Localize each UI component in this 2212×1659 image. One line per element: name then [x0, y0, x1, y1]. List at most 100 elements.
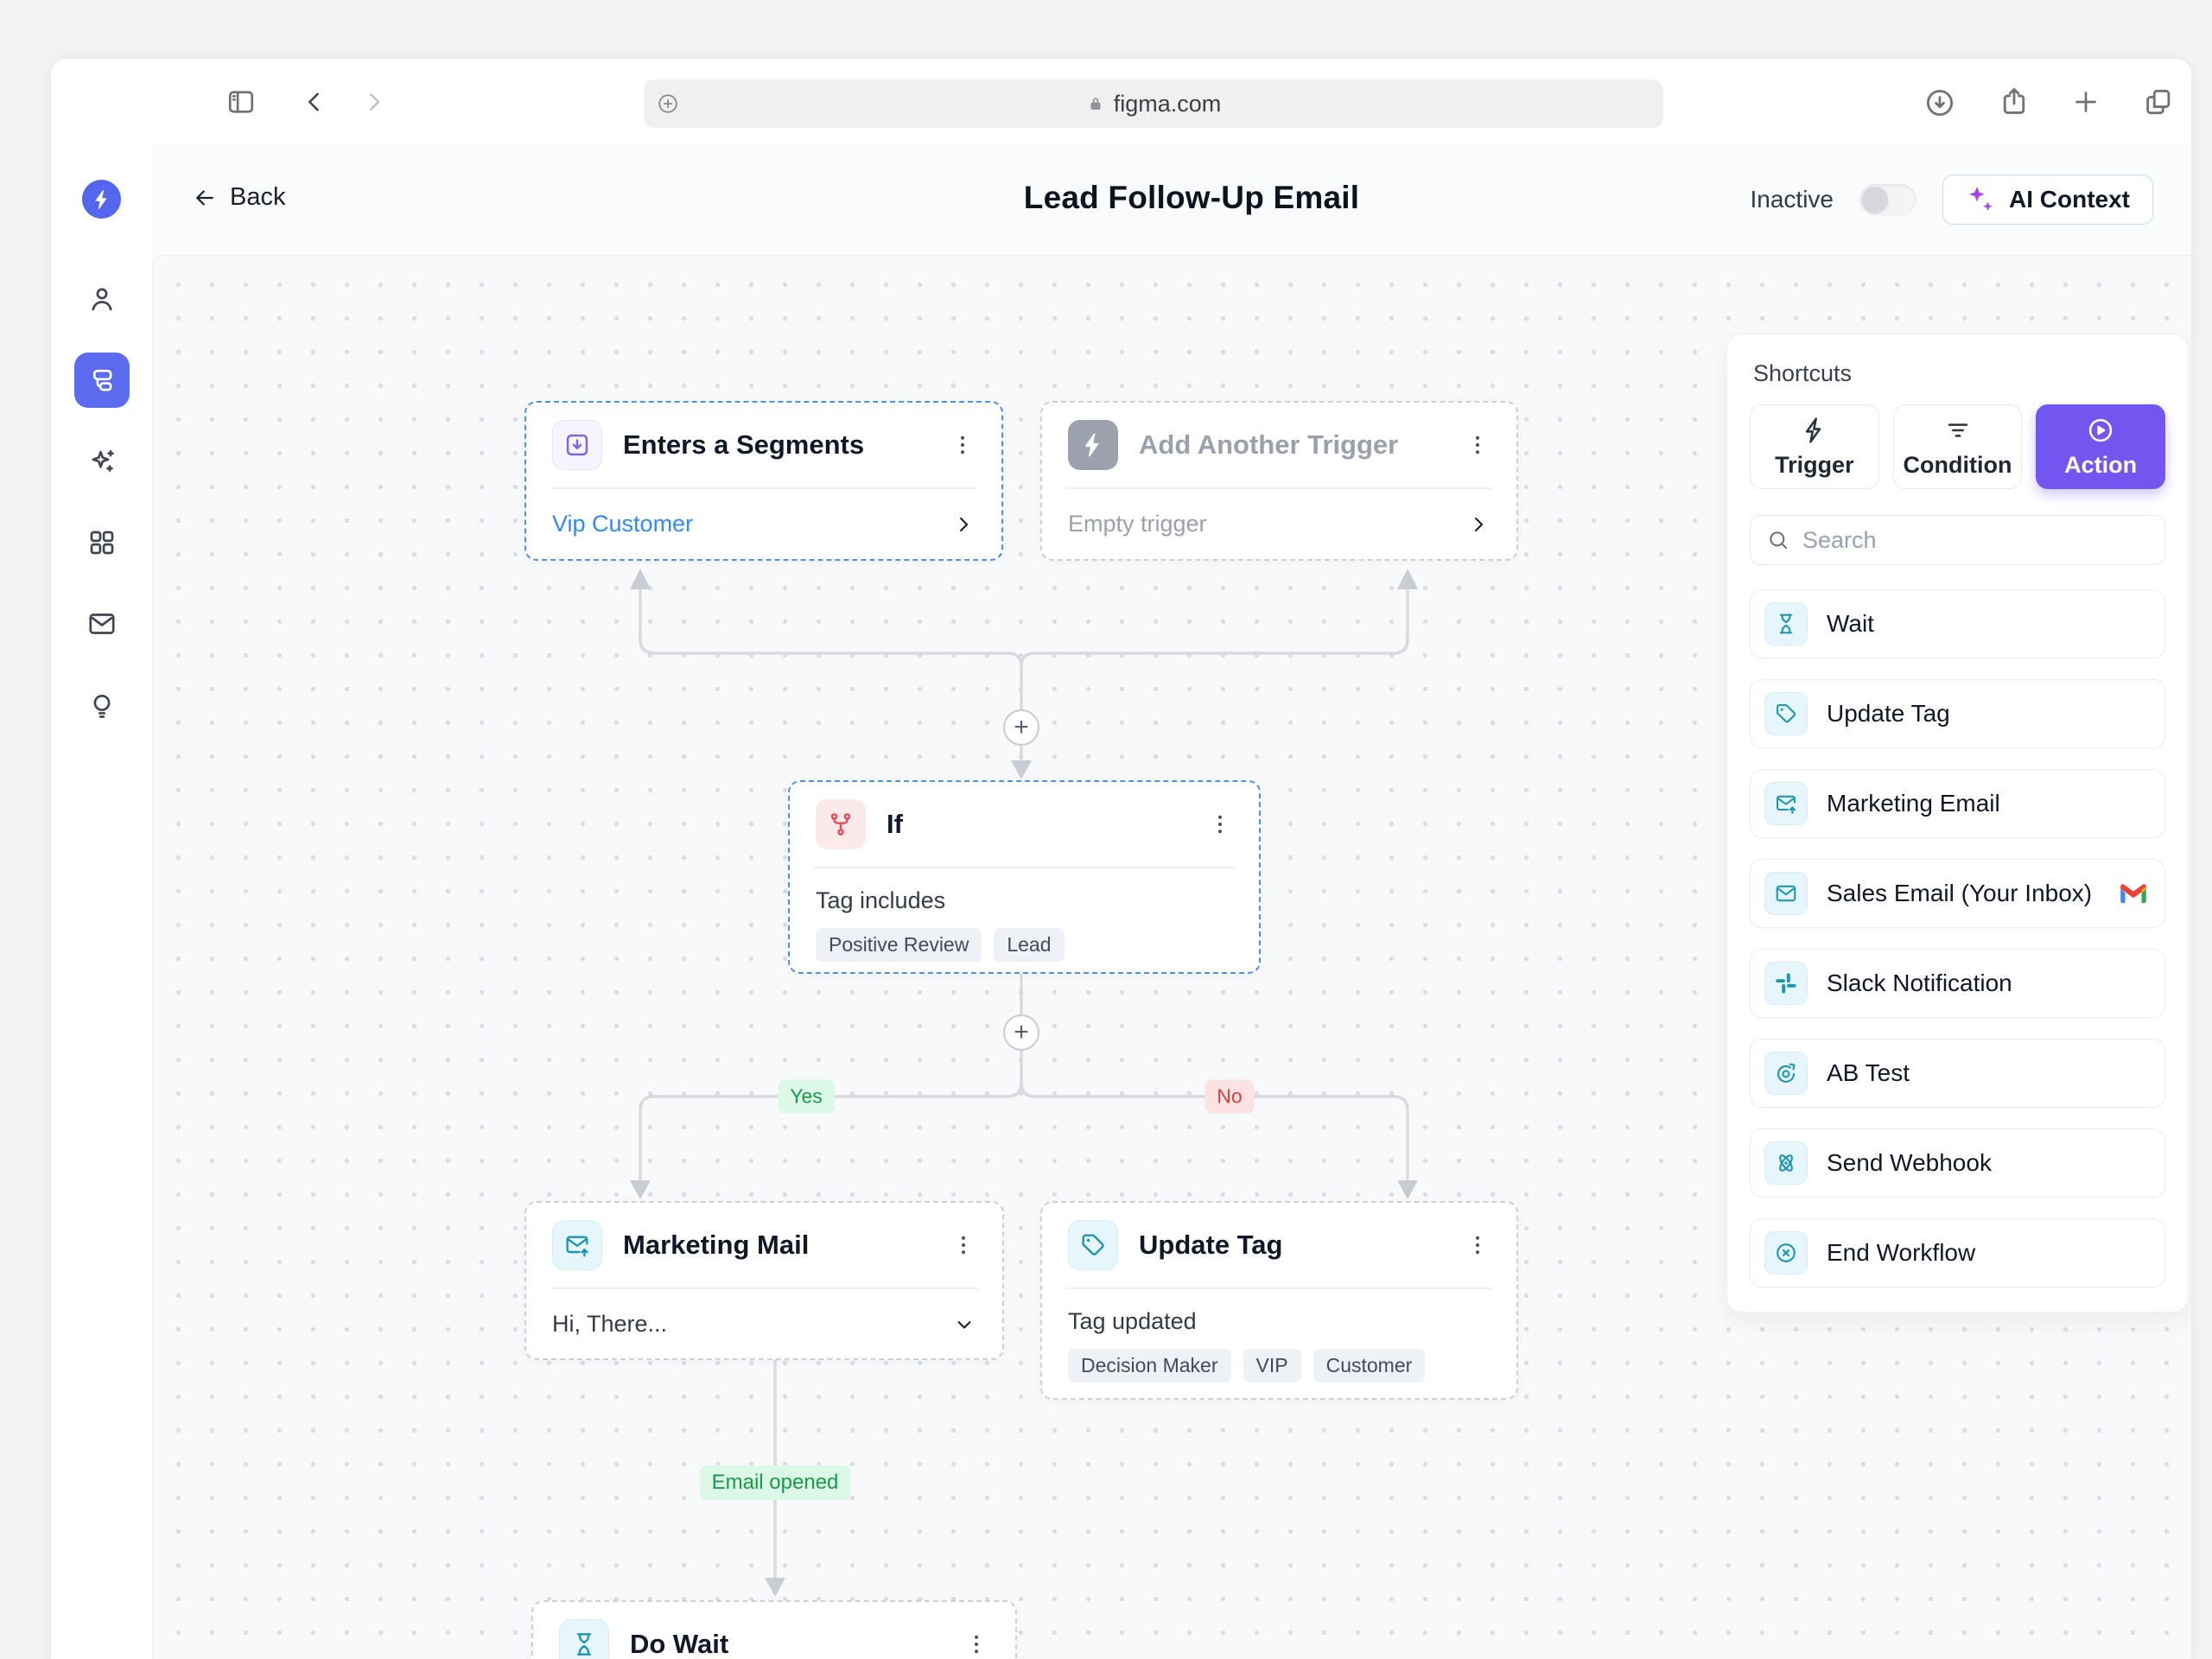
lightning-icon	[1068, 420, 1118, 470]
chevron-down-icon[interactable]	[952, 1313, 976, 1337]
status-label: Inactive	[1750, 186, 1834, 213]
sidebar-item-mail[interactable]	[74, 596, 130, 652]
new-tab-icon[interactable]	[2070, 86, 2101, 118]
shortcut-item-ab-test[interactable]: AB Test	[1750, 1039, 2165, 1108]
shortcut-label: Wait	[1827, 610, 1874, 637]
mail-icon	[1764, 872, 1808, 915]
node-title: Marketing Mail	[623, 1230, 810, 1260]
add-icon[interactable]	[656, 92, 680, 116]
edge-label-email-opened: Email opened	[699, 1465, 851, 1500]
shortcuts-title: Shortcuts	[1753, 360, 1853, 386]
shortcuts-panel: Shortcuts Trigger Condition Action WaitUpd…	[1726, 334, 2189, 1313]
add-step-button[interactable]: +	[1003, 1014, 1039, 1051]
app-sidebar	[51, 145, 152, 1659]
node-if-condition[interactable]: If Tag includes Positive Review Lead	[788, 780, 1261, 974]
workflow-canvas[interactable]: Enters a Segments Vip Customer Add Anoth…	[152, 255, 2191, 1659]
shortcut-label: Sales Email (Your Inbox)	[1827, 880, 2093, 906]
type-button-condition[interactable]: Condition	[1892, 404, 2023, 489]
gmail-icon	[2120, 882, 2147, 905]
shortcut-item-marketing-email[interactable]: Marketing Email	[1750, 769, 2165, 838]
lightning-icon	[1800, 416, 1829, 445]
back-icon[interactable]	[300, 87, 329, 117]
ai-context-button[interactable]: AI Context	[1942, 175, 2153, 225]
browser-window: figma.com Back Lead Follow-Up Email Inac…	[51, 59, 2191, 1659]
tabs-icon[interactable]	[2142, 86, 2175, 118]
kebab-menu-icon[interactable]	[1207, 811, 1233, 837]
shortcut-item-slack-notification[interactable]: Slack Notification	[1750, 949, 2165, 1018]
share-icon[interactable]	[1998, 85, 2031, 118]
app-logo[interactable]	[82, 180, 121, 219]
tag-chip: Customer	[1313, 1348, 1426, 1382]
divider	[1066, 1287, 1492, 1289]
shortcut-item-sales-email-your-inbox[interactable]: Sales Email (Your Inbox)	[1750, 859, 2165, 928]
shortcut-item-wait[interactable]: Wait	[1750, 589, 2165, 658]
mail-preview-label: Hi, There...	[552, 1311, 668, 1337]
shortcut-label: Send Webhook	[1827, 1149, 1992, 1176]
sidebar-toggle-icon[interactable]	[226, 86, 257, 118]
sidebar-item-sparkles[interactable]	[74, 434, 130, 489]
url-bar[interactable]: figma.com	[644, 79, 1663, 128]
tag-chip-list: Decision Maker VIP Customer	[1068, 1348, 1491, 1382]
active-toggle[interactable]	[1859, 184, 1916, 215]
condition-label: Tag includes	[816, 887, 946, 913]
chevron-right-icon[interactable]	[951, 512, 976, 537]
kebab-menu-icon[interactable]	[950, 1232, 976, 1258]
shortcut-search[interactable]	[1750, 515, 2165, 565]
node-title: If	[887, 809, 903, 839]
kebab-menu-icon[interactable]	[950, 432, 976, 458]
shortcut-label: Marketing Email	[1827, 790, 2000, 817]
node-enters-a-segments[interactable]: Enters a Segments Vip Customer	[524, 401, 1003, 561]
node-add-another-trigger[interactable]: Add Another Trigger Empty trigger	[1040, 401, 1518, 561]
type-button-label: Condition	[1903, 451, 2012, 478]
segment-link[interactable]: Vip Customer	[552, 511, 694, 537]
sidebar-item-grid[interactable]	[74, 515, 130, 570]
ai-context-label: AI Context	[2009, 186, 2130, 213]
download-icon[interactable]	[1923, 86, 1956, 119]
divider	[814, 867, 1235, 868]
kebab-menu-icon[interactable]	[1465, 1232, 1491, 1258]
tag-chip: VIP	[1243, 1348, 1301, 1382]
hourglass-icon	[559, 1619, 609, 1659]
play-circle-icon	[2086, 416, 2115, 445]
shortcut-item-send-webhook[interactable]: Send Webhook	[1750, 1128, 2165, 1198]
search-input[interactable]	[1802, 526, 2149, 554]
search-icon	[1766, 528, 1790, 552]
url-text: figma.com	[1113, 90, 1222, 117]
app-header: Back Lead Follow-Up Email Inactive AI Co…	[152, 145, 2191, 255]
chevron-right-icon[interactable]	[1466, 512, 1491, 537]
sidebar-item-workflow[interactable]	[73, 353, 130, 408]
kebab-menu-icon[interactable]	[963, 1631, 989, 1657]
forward-icon[interactable]	[359, 87, 389, 117]
end-circle-icon	[1764, 1231, 1808, 1274]
kebab-menu-icon[interactable]	[1465, 432, 1491, 458]
shortcut-label: Slack Notification	[1827, 969, 2012, 996]
add-step-button[interactable]: +	[1003, 709, 1039, 746]
app-root: Back Lead Follow-Up Email Inactive AI Co…	[51, 145, 2191, 1659]
sidebar-item-user[interactable]	[74, 271, 130, 327]
tag-chip: Positive Review	[816, 927, 982, 962]
shortcut-item-update-tag[interactable]: Update Tag	[1750, 679, 2165, 748]
back-button[interactable]: Back	[192, 183, 285, 212]
tag-icon	[1764, 692, 1808, 735]
shortcut-item-end-workflow[interactable]: End Workflow	[1750, 1218, 2165, 1287]
tag-chip: Lead	[994, 927, 1065, 962]
shortcut-label: AB Test	[1827, 1059, 1910, 1086]
type-button-label: Trigger	[1775, 451, 1854, 478]
node-do-wait[interactable]: Do Wait	[531, 1600, 1017, 1659]
shortcut-label: Update Tag	[1827, 700, 1950, 727]
divider	[550, 487, 977, 489]
ab-test-icon	[1764, 1052, 1808, 1095]
sidebar-nav	[51, 271, 152, 733]
sidebar-item-lightbulb[interactable]	[74, 677, 130, 733]
tag-chip: Decision Maker	[1068, 1348, 1231, 1382]
type-button-action[interactable]: Action	[2036, 404, 2166, 489]
workflow-icon	[86, 365, 118, 396]
type-button-trigger[interactable]: Trigger	[1750, 404, 1879, 489]
node-marketing-mail[interactable]: Marketing Mail Hi, There...	[524, 1201, 1004, 1360]
divider	[1066, 487, 1492, 489]
lightbulb-icon	[86, 690, 118, 721]
edge-label-yes: Yes	[778, 1079, 835, 1114]
filter-lines-icon	[1943, 416, 1973, 445]
